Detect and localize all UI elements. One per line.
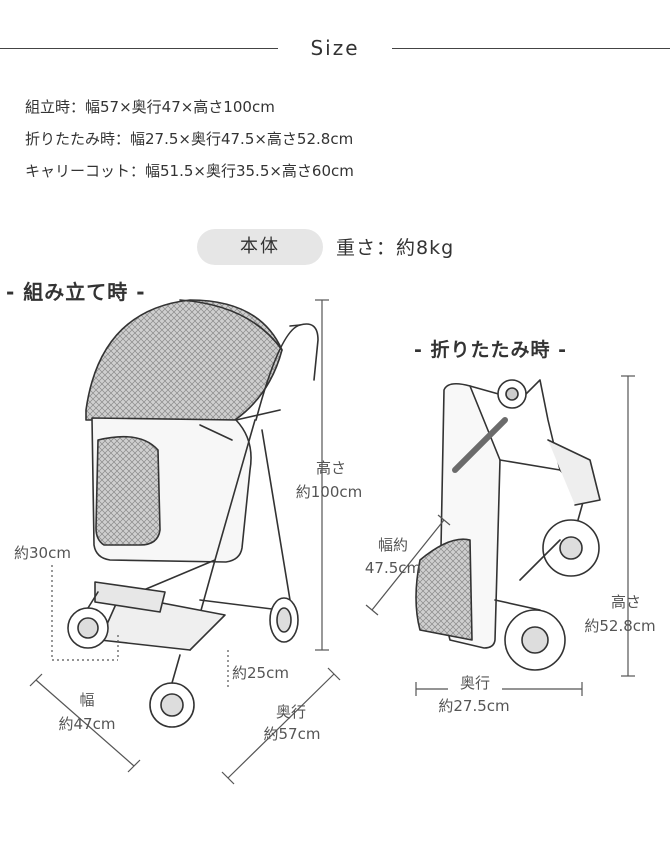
assembled-height-value: 約100cm bbox=[295, 483, 363, 501]
spec-assembled: 組立時：幅57×奥行47×高さ100cm bbox=[25, 98, 275, 116]
weight-badge: 本体 bbox=[197, 229, 323, 265]
weight-text: 重さ：約8kg bbox=[336, 237, 455, 259]
title-rule-right bbox=[392, 48, 670, 49]
section-title: Size bbox=[310, 36, 360, 60]
assembled-stroller-drawing bbox=[67, 299, 319, 728]
spec-carrycot: キャリーコット：幅51.5×奥行35.5×高さ60cm bbox=[25, 162, 354, 180]
title-rule-left bbox=[0, 48, 278, 49]
spec-folded: 折りたたみ時：幅27.5×奥行47.5×高さ52.8cm bbox=[25, 130, 354, 148]
folded-depth-label: 奥行 bbox=[448, 673, 502, 693]
folded-depth-value: 約27.5cm bbox=[438, 697, 510, 715]
assembled-dimension-lines bbox=[29, 299, 341, 785]
folded-width-value: 47.5cm bbox=[364, 559, 422, 577]
folded-width-label: 幅約 bbox=[377, 536, 408, 554]
folded-stroller-drawing bbox=[415, 379, 601, 671]
assembled-height-label: 高さ bbox=[315, 459, 346, 477]
assembled-width-label: 幅 bbox=[79, 691, 95, 709]
folded-height-value: 約52.8cm bbox=[584, 617, 656, 635]
folded-height-label: 高さ bbox=[610, 593, 641, 611]
base-depth-value: 約25cm bbox=[232, 664, 289, 682]
assembled-depth-label: 奥行 bbox=[275, 703, 306, 721]
assembled-depth-value: 約57cm bbox=[263, 725, 321, 743]
carry-height-value: 約30cm bbox=[14, 544, 71, 562]
assembled-width-value: 約47cm bbox=[58, 715, 116, 733]
folded-heading: - 折りたたみ時 - bbox=[414, 339, 568, 361]
assembled-heading: - 組み立て時 - bbox=[6, 280, 146, 304]
